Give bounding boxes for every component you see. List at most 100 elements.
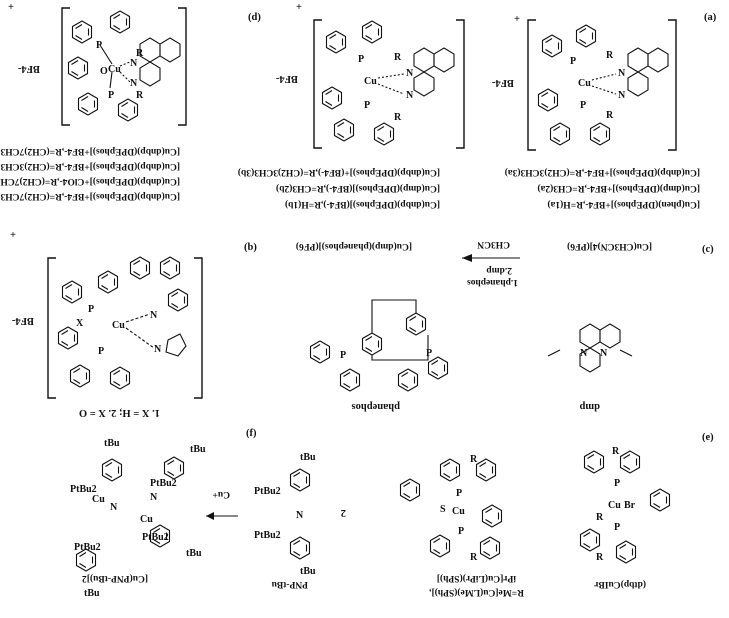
caption: [Cu(dnbp)(DPEphos)](BF4-),R=H(1b) [285,199,440,210]
dimer-label: [Cu(PNP-tBu)]2 [82,573,148,584]
phenyl-ring [117,98,139,122]
atom-cu: Cu [608,500,621,511]
topleft-anion: BF4- [17,63,40,74]
aryl-ring [481,504,503,528]
atom-p: P [570,56,576,67]
aryl-ring [479,536,501,560]
pnp-label: PNP-tBu [271,579,308,589]
pyrrole-ring [165,333,187,357]
atom-s: S [440,504,446,515]
atom-n: N [618,68,626,79]
atom-n: N [618,90,626,101]
tbu-label: tBu [300,566,316,577]
panel-a-letter: (a) [704,12,717,23]
atom-n: N [130,58,138,69]
phenyl-ring [361,20,383,44]
atom-r: R [136,48,144,59]
tbu-label: tBu [186,548,202,559]
aryl-ring [619,450,641,474]
topleft-captions: [Cu(dnbp)(DPEphos)]+BF4-,R=(CH2)7CH3 [Cu… [0,146,180,202]
caption: [Cu(dmp)(DPEphos)]+BF4-,R=CH3(2a) [537,183,700,194]
aryl-ring [429,534,451,558]
atom-p: P [98,346,104,357]
caption: [Cu(dnbp)(DPEphos)]+BF4-,R=(CH2)7CH3 [0,191,180,202]
atom-r: R [136,90,144,101]
phenyl-ring [549,122,571,146]
panel-b-letter: (b) [244,242,257,253]
panel-a-captions: [Cu(phen)(DPEphos)]+BF4-,R=H(1a) [Cu(dmp… [505,167,700,210]
panel-c-letter: (c) [702,244,714,255]
phenanthroline-ligand [413,47,455,97]
phanephos-molecule: P P [309,299,449,392]
carbazole-ring [159,256,181,280]
atom-r: R [606,50,614,61]
oxygen-atom: O [100,66,108,77]
aryl-ring [475,458,497,482]
panel-a: (a) + BF4- P Cu P R R N N [491,12,717,151]
dmp-label: dmp [579,401,600,412]
atom-n: N [580,348,588,359]
arrowhead [206,512,214,520]
atom-n: N [130,78,138,89]
panel-f-letter: (f) [246,428,257,439]
atom-p: P [426,348,432,359]
phenyl-ring [397,368,419,392]
phenyl-ring [109,366,131,390]
atom-r: R [596,512,604,523]
atom-n: N [600,348,608,359]
atom-p: P [108,90,114,101]
panel-b-anion: BF4- [11,315,34,326]
aryl-ring [289,468,311,492]
phenyl-ring [97,270,119,294]
atom-p: P [458,526,464,537]
aryl-ring [579,528,601,552]
ptbu2-label: PtBu2 [150,478,177,489]
panel-d-anion: BF4- [275,73,298,84]
complex-label: R=Me[Cu(LMe)(SPh)], [429,587,524,598]
atom-p: P [456,488,462,499]
atom-cu: Cu [452,506,465,517]
ptbu2-label: PtBu2 [142,532,169,543]
panel-f: (f) Cu Cu N N PtBu2 PtBu2 PtBu2 PtBu2 tB… [70,428,346,599]
atom-cu: Cu [578,78,591,89]
atom-p: P [358,54,364,65]
phanephos-label: phanephos [352,401,400,412]
atom-cu: Cu [112,320,125,331]
ptbu2-label: PtBu2 [74,542,101,553]
atom-n: N [154,344,162,355]
atom-r: R [470,454,478,465]
arrowhead [462,254,472,262]
phenyl-ring [541,34,563,58]
phenyl-ring [575,24,597,48]
phenyl-ring [57,326,79,350]
atom-p: P [96,40,102,51]
atom-cu: Cu [140,514,153,525]
phenyl-ring [373,122,395,146]
panel-d-charge: + [296,2,302,13]
cu-plus-reagent: Cu+ [212,489,230,499]
ptbu2-label: PtBu2 [254,486,281,497]
x-atom: X [76,318,84,329]
atom-n: N [150,310,158,321]
phenyl-ring [537,88,559,112]
tbu-label: tBu [84,588,100,599]
carbazole-ring [129,256,151,280]
aryl-ring [399,478,421,502]
aryl-ring [289,536,311,560]
aryl-ring [615,540,637,564]
tbu-label: tBu [104,438,120,449]
aryl-ring [649,488,671,512]
caption: [Cu(dnbp)(DPEphos)]+BF4-,R=(CH2)3CH3(3a) [505,167,700,178]
ptbu2-label: PtBu2 [254,530,281,541]
above-arrow: CH3CN [477,239,510,249]
phenyl-ring [333,118,355,142]
atom-n: N [406,68,414,79]
phenyl-ring [71,20,93,44]
panel-b-charge: + [10,230,16,241]
atom-r: R [394,112,402,123]
phenyl-ring [589,122,611,146]
phenyl-ring [321,86,343,110]
coefficient: 2 [341,507,346,518]
atom-cu: Cu [108,64,121,75]
